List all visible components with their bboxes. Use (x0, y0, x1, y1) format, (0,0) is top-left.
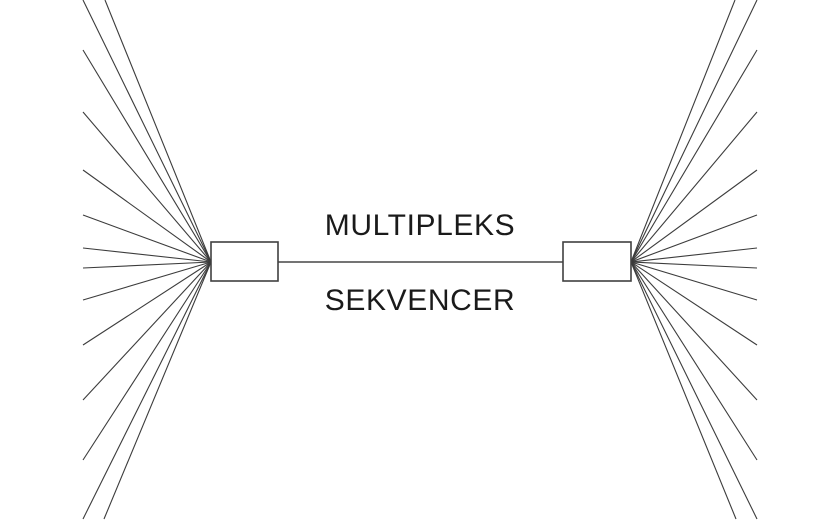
right-fan-line-11 (630, 261, 758, 461)
right-fan-line-6 (630, 247, 758, 263)
right-fan-line-2 (630, 49, 758, 263)
right-fan-line-10 (630, 261, 758, 401)
left-fan-line-2 (82, 49, 212, 263)
left-fan-line-13 (103, 261, 212, 520)
right-fan-line-4 (630, 169, 758, 263)
right-fan-line-9 (630, 261, 758, 346)
left-fan-line-0 (82, 0, 212, 263)
left-fan-line-5 (82, 214, 212, 263)
diagram-label-sekvencer: SEKVENCER (325, 284, 515, 317)
right-fan-line-8 (630, 261, 758, 301)
right-fan-line-3 (630, 111, 758, 263)
node-boxes (210, 241, 632, 282)
left-fan-line-9 (82, 261, 212, 346)
diagram-labels: MULTIPLEKS SEKVENCER (325, 209, 516, 317)
left-fan-line-3 (82, 111, 212, 263)
right-fan-line-7 (630, 261, 758, 269)
right-fan-line-5 (630, 214, 758, 263)
right-multiplexer-box[interactable] (562, 241, 632, 282)
left-fan-line-11 (82, 261, 212, 461)
right-fan-line-1 (630, 0, 736, 263)
right-fan-line-0 (630, 0, 758, 263)
left-fan-line-12 (82, 261, 212, 520)
left-fan-line-8 (82, 261, 212, 301)
left-fan-line-10 (82, 261, 212, 401)
left-fan-line-4 (82, 169, 212, 263)
right-fan-line-13 (630, 261, 737, 520)
left-fan-line-6 (82, 247, 212, 263)
right-fan-lines (630, 0, 758, 520)
left-fan-line-1 (104, 0, 212, 263)
right-fan-line-12 (630, 261, 758, 520)
left-multiplexer-box[interactable] (210, 241, 279, 282)
diagram-label-multipleks: MULTIPLEKS (325, 209, 516, 242)
left-fan-line-7 (82, 261, 212, 269)
left-fan-lines (82, 0, 212, 520)
